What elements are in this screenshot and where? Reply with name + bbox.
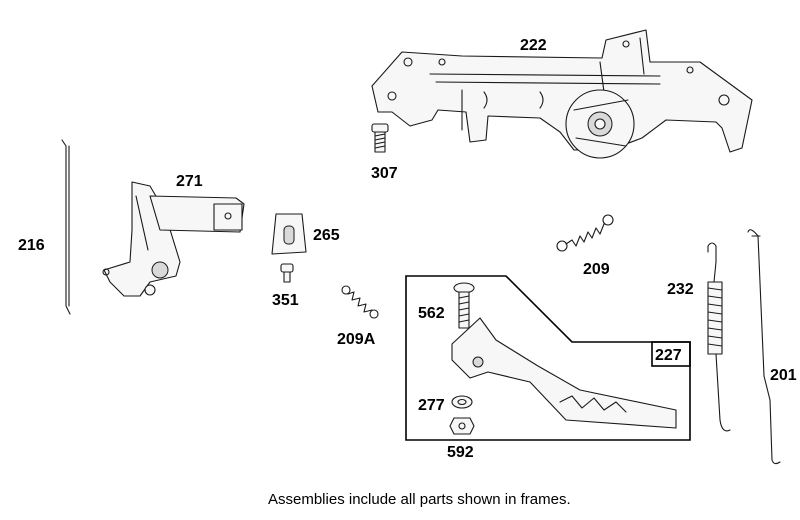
label-265: 265	[313, 227, 340, 244]
label-222: 222	[520, 37, 547, 54]
label-227: 227	[655, 347, 682, 364]
throttle-lever-part-227	[451, 317, 677, 429]
spring-part-232	[707, 242, 731, 432]
label-351: 351	[272, 292, 299, 309]
label-232: 232	[667, 281, 694, 298]
governor-rod-part-216	[61, 139, 71, 315]
screw-part-307	[371, 123, 389, 153]
control-bracket-part-222	[371, 29, 753, 159]
spring-part-209a	[341, 285, 379, 319]
label-209a: 209A	[337, 331, 376, 348]
clip-part-265	[271, 213, 307, 255]
label-271: 271	[176, 173, 203, 190]
label-216: 216	[18, 237, 45, 254]
spring-part-209	[556, 214, 614, 252]
label-307: 307	[371, 165, 398, 182]
lever-bracket-part-271	[102, 181, 245, 297]
label-209: 209	[583, 261, 610, 278]
nut-part-592	[449, 417, 475, 435]
screw-part-351	[280, 263, 294, 283]
bolt-part-562	[453, 282, 475, 329]
label-562: 562	[418, 305, 445, 322]
washer-part-277	[451, 395, 473, 409]
assembly-frame-227	[405, 275, 691, 441]
label-277: 277	[418, 397, 445, 414]
label-592: 592	[447, 444, 474, 461]
label-201: 201	[770, 367, 797, 384]
frame-caption: Assemblies include all parts shown in fr…	[268, 491, 571, 508]
control-rod-part-201	[747, 229, 781, 465]
